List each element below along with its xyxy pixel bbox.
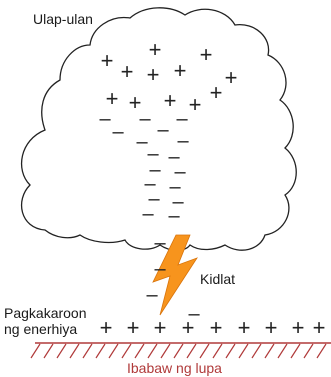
hatch-line — [225, 343, 236, 359]
ground-hatching — [30, 343, 327, 359]
hatch-line — [43, 343, 54, 359]
negative-charge: – — [99, 108, 111, 130]
positive-charge: + — [265, 315, 278, 340]
negative-charge: – — [157, 119, 169, 141]
hatch-line — [303, 343, 314, 359]
positive-charge: + — [100, 315, 113, 340]
hatch-line — [199, 343, 210, 359]
lightning-bolt — [152, 234, 198, 316]
negative-charge: – — [174, 161, 186, 183]
negative-charge: – — [146, 284, 158, 306]
negative-charge: – — [154, 258, 166, 280]
positive-charge: + — [210, 80, 223, 105]
positive-charge: + — [200, 42, 213, 67]
negative-charge: – — [149, 159, 161, 181]
hatch-line — [108, 343, 119, 359]
lightning-label: Kidlat — [200, 271, 236, 287]
negative-charge: – — [188, 303, 200, 325]
positive-charge: + — [189, 92, 202, 117]
negative-charge: – — [112, 121, 124, 143]
negative-charge: – — [177, 130, 189, 152]
negative-charge: – — [168, 205, 180, 227]
negative-charges-leader: – – – – — [146, 232, 200, 325]
negative-charge: – — [147, 143, 159, 165]
energy-label-line1: Pagkakaroon — [4, 305, 87, 321]
positive-charge: + — [129, 90, 142, 115]
hatch-line — [82, 343, 93, 359]
negative-charge: – — [168, 146, 180, 168]
positive-charge: + — [292, 315, 305, 340]
positive-charge: + — [182, 315, 195, 340]
negative-charge: – — [172, 191, 184, 213]
hatch-line — [173, 343, 184, 359]
hatch-line — [277, 343, 288, 359]
hatch-line — [30, 343, 41, 359]
positive-charge: + — [174, 58, 187, 83]
positive-charge: + — [106, 86, 119, 111]
hatch-line — [212, 343, 223, 359]
negative-charge: – — [142, 203, 154, 225]
hatch-line — [160, 343, 171, 359]
hatch-line — [69, 343, 80, 359]
cloud-label: Ulap-ulan — [33, 11, 93, 27]
negative-charge: – — [169, 176, 181, 198]
negative-charges-cloud: – – – – – – – – – – – – – – – – – — [99, 108, 189, 227]
hatch-line — [238, 343, 249, 359]
hatch-line — [56, 343, 67, 359]
hatch-line — [316, 343, 327, 359]
negative-charge: – — [148, 188, 160, 210]
positive-charge: + — [210, 315, 223, 340]
ground-label: Ibabaw ng lupa — [127, 360, 222, 376]
negative-charge: – — [176, 108, 188, 130]
positive-charge: + — [225, 65, 238, 90]
hatch-line — [264, 343, 275, 359]
positive-charge: + — [147, 62, 160, 87]
energy-label-line2: ng enerhiya — [4, 321, 78, 337]
positive-charge: + — [101, 48, 114, 73]
cloud-outline — [21, 7, 297, 251]
positive-charge: + — [154, 315, 167, 340]
positive-charge: + — [238, 315, 251, 340]
positive-charges-ground: + + + + + + + + + — [100, 315, 326, 340]
hatch-line — [186, 343, 197, 359]
hatch-line — [95, 343, 106, 359]
positive-charge: + — [127, 315, 140, 340]
positive-charge: + — [121, 59, 134, 84]
positive-charge: + — [149, 37, 162, 62]
hatch-line — [121, 343, 132, 359]
positive-charge: + — [164, 88, 177, 113]
negative-charge: – — [154, 232, 166, 254]
hatch-line — [251, 343, 262, 359]
negative-charge: – — [144, 173, 156, 195]
positive-charge: + — [313, 315, 326, 340]
positive-charges-cloud: + + + + + + + + + + + + — [101, 37, 238, 117]
hatch-line — [147, 343, 158, 359]
negative-charge: – — [136, 131, 148, 153]
hatch-line — [134, 343, 145, 359]
hatch-line — [290, 343, 301, 359]
negative-charge: – — [139, 108, 151, 130]
